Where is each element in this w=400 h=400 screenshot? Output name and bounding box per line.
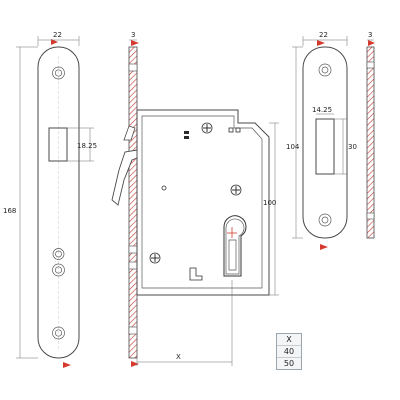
case-screw-top-icon [201, 122, 213, 134]
hook-bolt [111, 149, 138, 206]
backset-table: X 40 50 [276, 333, 302, 370]
forend-thickness-label: 3 [131, 31, 135, 39]
strike-height-label: 104 [286, 143, 300, 151]
cylinder-hole [223, 215, 247, 277]
faceplate-top-arrow-icon [51, 39, 58, 45]
strike-bottom-arrow-icon [320, 244, 328, 250]
backset-label: X [176, 353, 181, 361]
forend-section [128, 46, 138, 359]
case-screw-bottom-icon [149, 252, 161, 264]
latch-opening [48, 127, 68, 162]
faceplate-middle-screw-2-icon [52, 263, 65, 277]
strike-top-screw-icon [318, 63, 332, 77]
side-top-arrow-icon [131, 40, 139, 46]
case-height-label: 100 [263, 199, 276, 207]
strike-thickness-label: 3 [368, 31, 372, 39]
strike-plate-outline [302, 46, 348, 239]
strike-opening-width-label: 14.25 [312, 106, 332, 114]
backset-table-header: X [286, 335, 292, 344]
strike-opening-height-label: 30 [348, 143, 357, 151]
strike-top-arrow-icon [317, 40, 325, 46]
lock-case-outline [136, 109, 270, 296]
lock-body-side-view: 3 [111, 31, 279, 367]
faceplate-top-screw-icon [52, 66, 65, 80]
case-pin-icon [161, 185, 167, 191]
faceplate-bottom-screw-icon [52, 326, 65, 340]
left-faceplate: 22 168 18.25 [3, 31, 97, 368]
strike-section [366, 46, 375, 239]
strike-bottom-screw-icon [318, 213, 332, 227]
side-bottom-arrow-icon [131, 361, 139, 367]
faceplate-middle-screw-icon [52, 248, 65, 260]
strike-width-label: 22 [319, 31, 328, 39]
latch-height-label: 18.25 [77, 142, 97, 150]
backset-table-row: 50 [277, 357, 301, 369]
cam-slot [189, 267, 203, 281]
backset-table-row: 40 [277, 345, 301, 357]
case-screw-middle-icon [230, 184, 242, 196]
strike-section-arrow-icon [368, 40, 375, 46]
strike-opening [315, 118, 335, 175]
faceplate-height-label: 168 [3, 207, 16, 215]
faceplate-width-label: 22 [53, 31, 62, 39]
strike-plate: 22 3 104 14.25 30 [286, 31, 375, 250]
faceplate-bottom-arrow-icon [63, 362, 71, 368]
faceplate-outline [37, 46, 80, 359]
